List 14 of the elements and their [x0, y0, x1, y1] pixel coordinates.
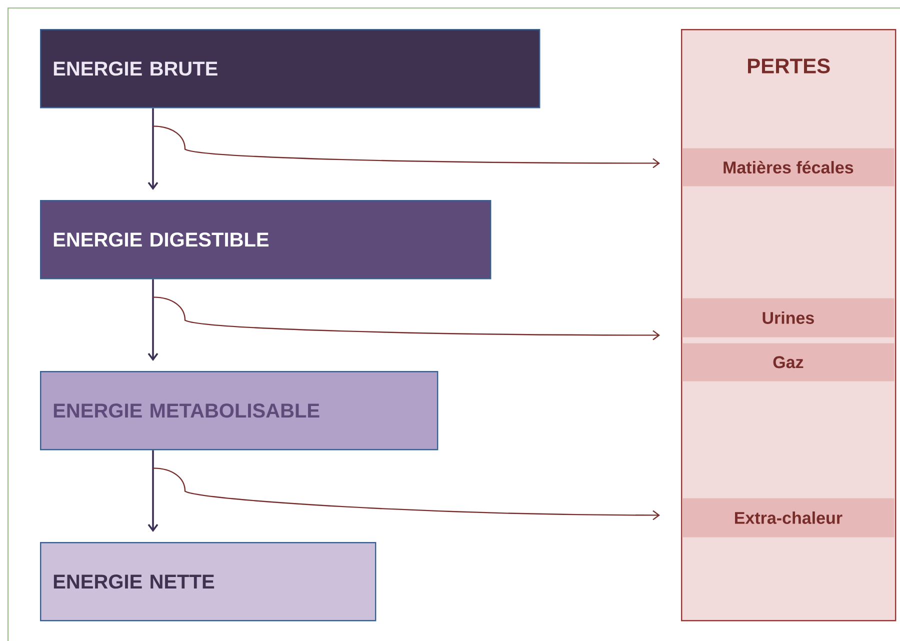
curved-arrow: [152, 468, 660, 520]
loss-box: Extra-chaleur: [682, 498, 894, 538]
arrow: [148, 450, 158, 532]
loss-box: Matières fécales: [682, 148, 894, 186]
process-box: ENERGIE BRUTE: [40, 29, 540, 108]
curved-arrow: [152, 296, 660, 340]
process-box: ENERGIE METABOLISABLE: [40, 371, 438, 450]
curved-arrow: [152, 126, 660, 168]
process-box: ENERGIE DIGESTIBLE: [40, 200, 492, 280]
loss-box: Gaz: [682, 343, 894, 382]
arrow: [148, 108, 158, 190]
arrow: [148, 279, 158, 362]
loss-box: Urines: [682, 298, 894, 338]
process-box: ENERGIE NETTE: [40, 542, 376, 622]
